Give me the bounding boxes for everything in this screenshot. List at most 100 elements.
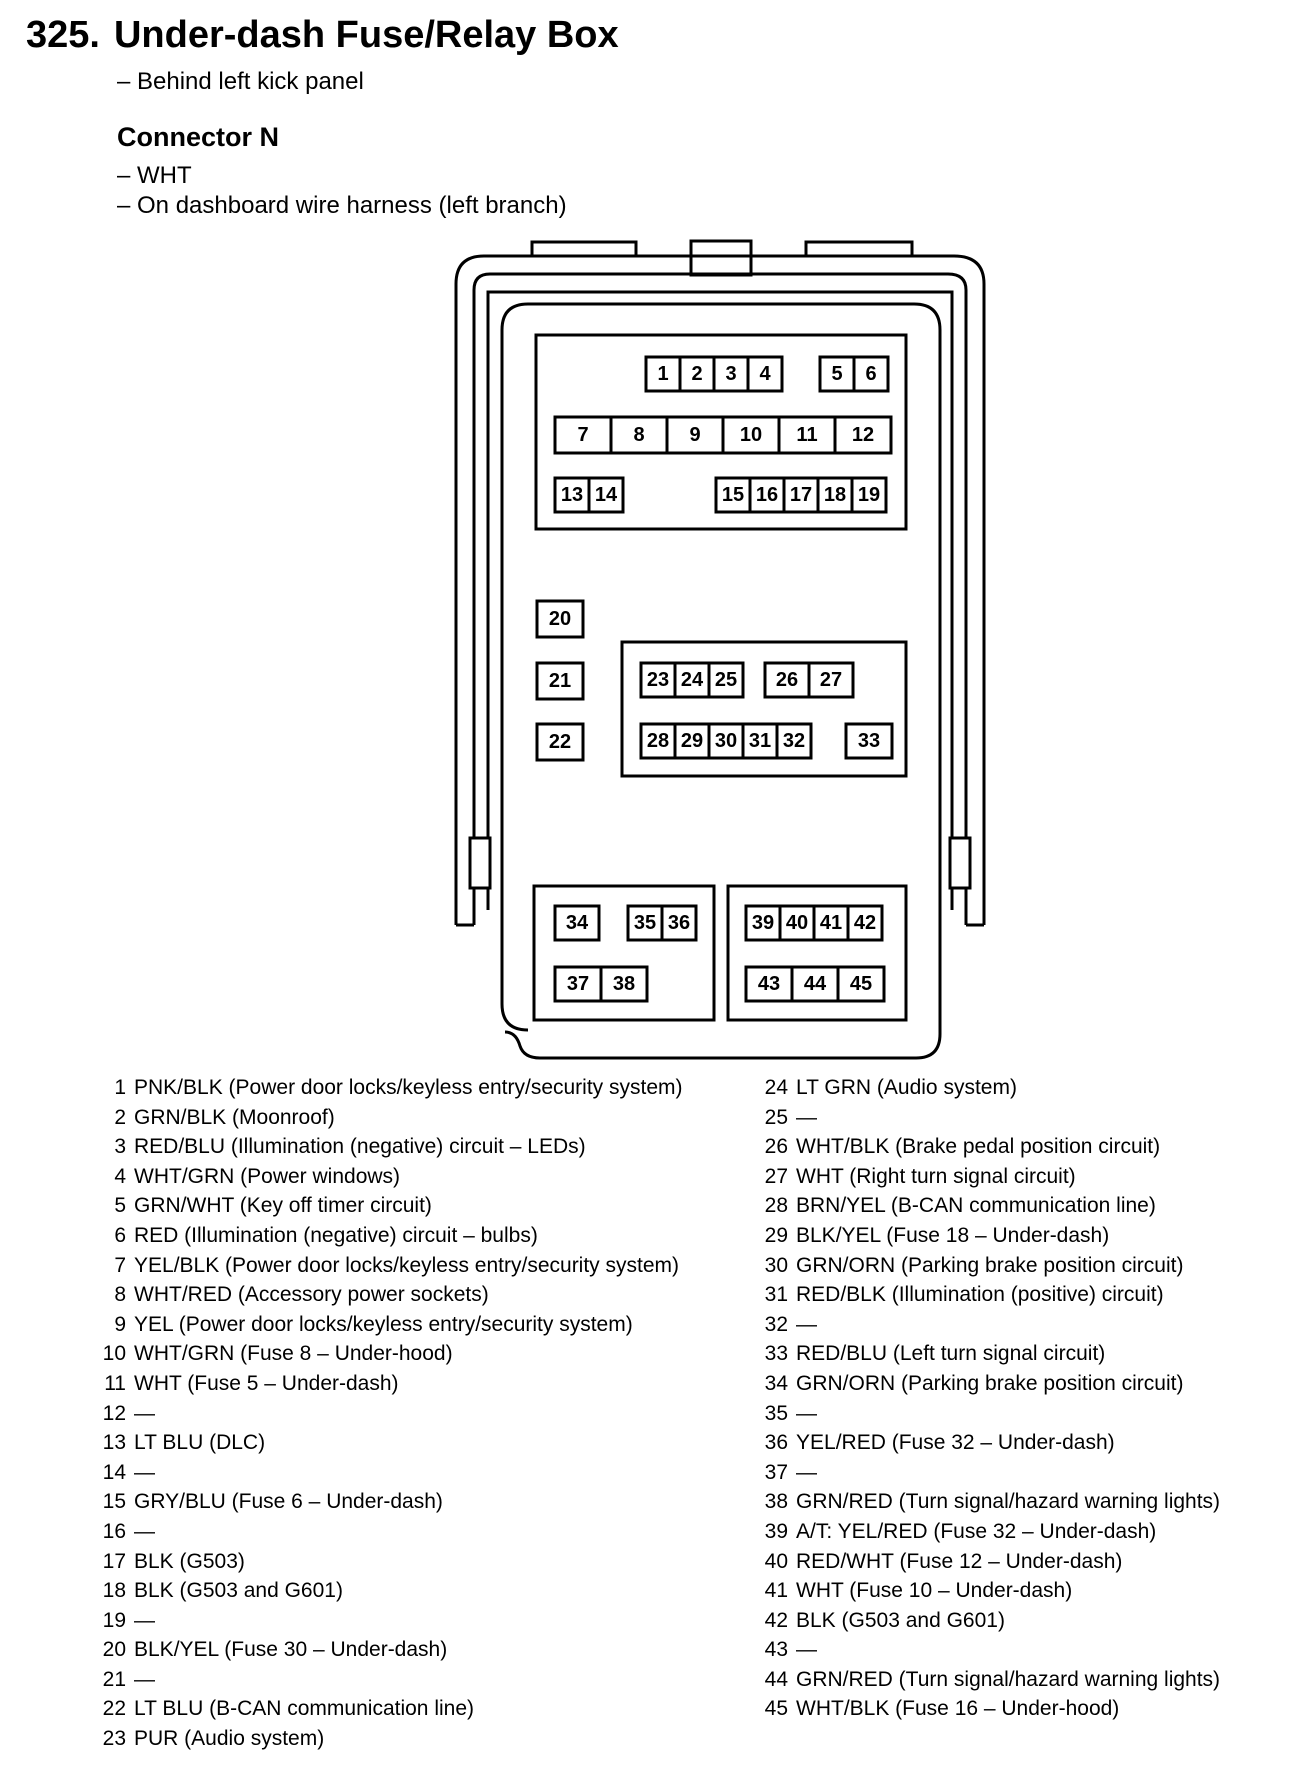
pin-cavity-3 (712, 355, 750, 393)
pin-cavity-37 (553, 965, 603, 1003)
pin-number: 11 (104, 1371, 126, 1395)
top-pin-block (534, 333, 908, 531)
pin-entry: 14 — (98, 1458, 683, 1488)
pin-cavity-18 (816, 476, 854, 514)
pin-description: — (796, 1638, 817, 1662)
pin-label-20: 20 (549, 608, 571, 630)
pin-label-19: 19 (858, 484, 880, 506)
pin-label-42: 42 (854, 912, 876, 934)
pin-number: 29 (764, 1223, 788, 1247)
pin-cavity-20 (535, 599, 585, 639)
pin-label-34: 34 (566, 912, 589, 934)
pin-description: RED/BLU (Illumination (negative) circuit… (134, 1135, 586, 1159)
pin-number: 33 (764, 1342, 788, 1366)
pin-label-13: 13 (561, 484, 583, 506)
pin-number: 42 (764, 1608, 788, 1632)
pin-cavity-33 (844, 722, 894, 760)
pin-number: 22 (102, 1697, 126, 1721)
pin-description: — (134, 1667, 155, 1691)
pin-description: WHT (Fuse 5 – Under-dash) (134, 1371, 399, 1395)
pin-description: BLK (G503) (134, 1549, 245, 1573)
pin-entry: 35— (760, 1399, 1220, 1429)
pin-description: WHT/GRN (Power windows) (134, 1164, 401, 1188)
pin-entry: 37— (760, 1458, 1220, 1488)
top-left-latch (530, 240, 638, 255)
pin-description: YEL/RED (Fuse 32 – Under-dash) (796, 1431, 1115, 1455)
pin-cavity-23 (639, 661, 677, 699)
pin-description: GRY/BLU (Fuse 6 – Under-dash) (134, 1490, 443, 1514)
left-side-lock (468, 836, 492, 890)
pin-description: — (134, 1460, 155, 1484)
pin-label-38: 38 (613, 973, 635, 995)
pin-number: 43 (764, 1638, 788, 1662)
pin-label-2: 2 (691, 363, 702, 385)
pin-description: YEL (Power door locks/keyless entry/secu… (134, 1312, 633, 1336)
pin-entry: 1 PNK/BLK (Power door locks/keyless entry… (98, 1073, 683, 1103)
pin-label-41: 41 (820, 912, 842, 934)
pin-label-18: 18 (824, 484, 846, 506)
pin-label-30: 30 (715, 730, 737, 752)
pin-number: 31 (764, 1283, 788, 1307)
pin-number: 21 (102, 1667, 126, 1691)
pin-entry: 36 YEL/RED (Fuse 32 – Under-dash) (760, 1428, 1220, 1458)
pin-label-35: 35 (634, 912, 656, 934)
middle-pin-block (620, 640, 908, 778)
pin-label-23: 23 (647, 669, 669, 691)
pin-label-25: 25 (715, 669, 737, 691)
pin-cavity-10 (721, 415, 781, 455)
pin-number: 38 (764, 1490, 788, 1514)
pin-label-33: 33 (858, 730, 880, 752)
pin-entry: 29 BLK/YEL (Fuse 18 – Under-dash) (760, 1221, 1220, 1251)
pin-number: 14 (102, 1460, 126, 1484)
location-note: – Behind left kick panel (117, 68, 364, 95)
pin-number: 39 (764, 1519, 788, 1543)
pin-label-29: 29 (681, 730, 703, 752)
right-side-lock (948, 836, 972, 890)
pin-description: RED/BLK (Illumination (positive) circuit… (796, 1283, 1164, 1307)
pin-number: 5 (114, 1194, 126, 1218)
middle-wall (486, 290, 954, 910)
section-number: 325. (26, 14, 100, 56)
pin-label-12: 12 (852, 424, 874, 446)
pin-list-left: 1 PNK/BLK (Power door locks/keyless entry… (98, 1073, 683, 1754)
pin-description: GRN/WHT (Key off timer circuit) (134, 1194, 432, 1218)
pin-entry: 25— (760, 1103, 1220, 1133)
pin-cavity-44 (790, 965, 840, 1003)
outer-housing-inner-line (472, 272, 968, 925)
pin-number: 36 (764, 1431, 788, 1455)
pin-cavity-22 (535, 722, 585, 762)
connector-harness: – On dashboard wire harness (left branch… (117, 192, 567, 219)
pin-number: 1 (114, 1076, 126, 1099)
page-title: 325.Under-dash Fuse/Relay Box (26, 14, 619, 57)
pin-description: PUR (Audio system) (134, 1727, 325, 1751)
pin-cavity-30 (707, 722, 745, 760)
pin-label-4: 4 (759, 363, 771, 385)
pin-label-39: 39 (752, 912, 774, 934)
pin-description: BLK/YEL (Fuse 18 – Under-dash) (796, 1223, 1110, 1247)
pin-description: YEL/BLK (Power door locks/keyless entry/… (134, 1253, 680, 1277)
pin-entry: 43 — (760, 1635, 1220, 1665)
pin-label-9: 9 (689, 424, 700, 446)
pin-label-28: 28 (647, 730, 669, 752)
pin-label-37: 37 (567, 973, 589, 995)
pin-description: PNK/BLK (Power door locks/keyless entry/… (134, 1076, 683, 1099)
pin-description: LT BLU (DLC) (134, 1431, 266, 1455)
pin-entry: 5 GRN/WHT (Key off timer circuit) (98, 1191, 683, 1221)
pin-label-16: 16 (756, 484, 778, 506)
pin-cavity-4 (746, 355, 784, 393)
pin-label-15: 15 (722, 484, 744, 506)
pin-description: GRN/BLK (Moonroof) (134, 1105, 335, 1129)
